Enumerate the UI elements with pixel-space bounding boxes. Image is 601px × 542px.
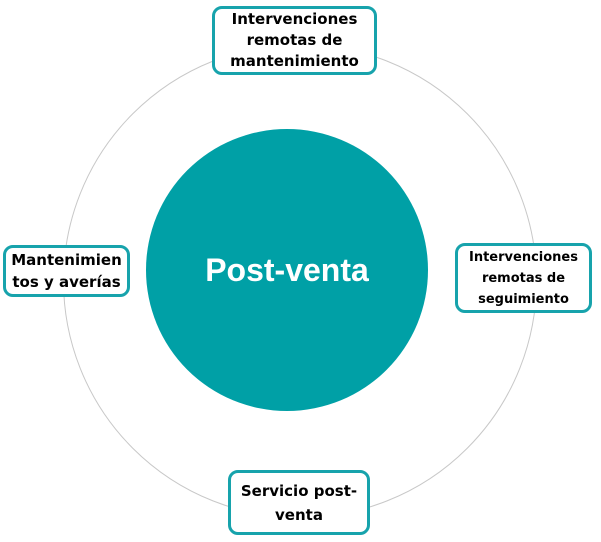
node-label-line: tos y averías (12, 273, 121, 291)
center-circle: Post-venta (146, 129, 428, 411)
node-bottom-service-postsale: Servicio post- venta (228, 470, 370, 535)
node-label-line: seguimiento (478, 291, 569, 307)
node-top-interventions-maintenance: Intervenciones remotas de mantenimiento (212, 6, 377, 75)
node-left-maintenance-breakdowns: Mantenimien tos y averías (3, 245, 130, 297)
center-label: Post-venta (205, 251, 369, 288)
node-label-line: mantenimiento (230, 52, 359, 70)
node-label-line: remotas de (246, 31, 343, 49)
node-label-line: Intervenciones (469, 249, 578, 265)
node-label-line: Intervenciones (231, 10, 358, 28)
node-label-line: venta (275, 505, 323, 524)
node-label-line: Servicio post- (240, 481, 358, 500)
node-right-interventions-followup: Intervenciones remotas de seguimiento (455, 243, 592, 313)
node-label-line: Mantenimien (11, 251, 122, 269)
node-label-line: remotas de (481, 270, 566, 286)
